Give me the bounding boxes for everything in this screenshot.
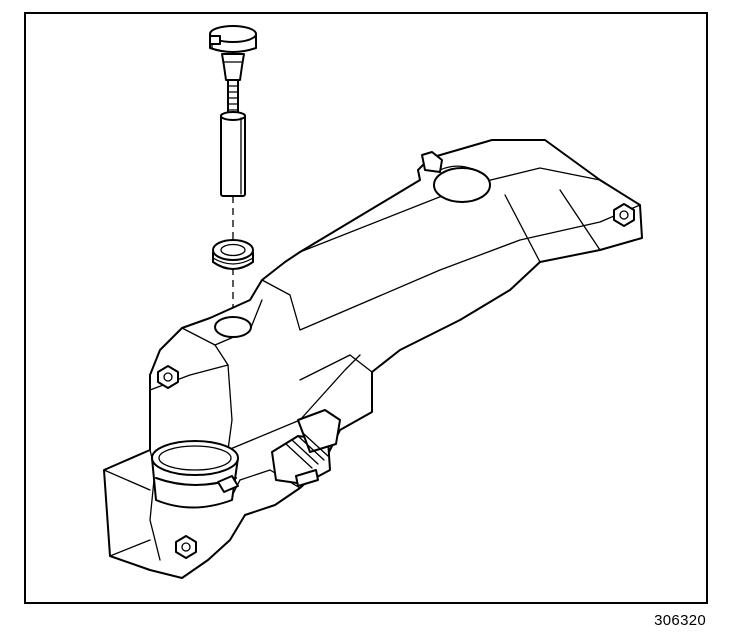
sensor-grommet bbox=[212, 239, 254, 270]
figure-id-label: 306320 bbox=[654, 612, 706, 629]
reservoir-cap bbox=[421, 151, 491, 203]
washer-fluid-reservoir bbox=[103, 139, 643, 579]
hose-outlet-with-clamp bbox=[151, 440, 239, 509]
mounting-nut-right bbox=[613, 203, 635, 227]
fluid-level-sensor bbox=[209, 25, 257, 197]
filler-opening bbox=[214, 316, 252, 338]
mounting-nut-left bbox=[157, 365, 179, 389]
washer-pump bbox=[271, 409, 341, 487]
mounting-nut-bottom bbox=[175, 535, 197, 559]
